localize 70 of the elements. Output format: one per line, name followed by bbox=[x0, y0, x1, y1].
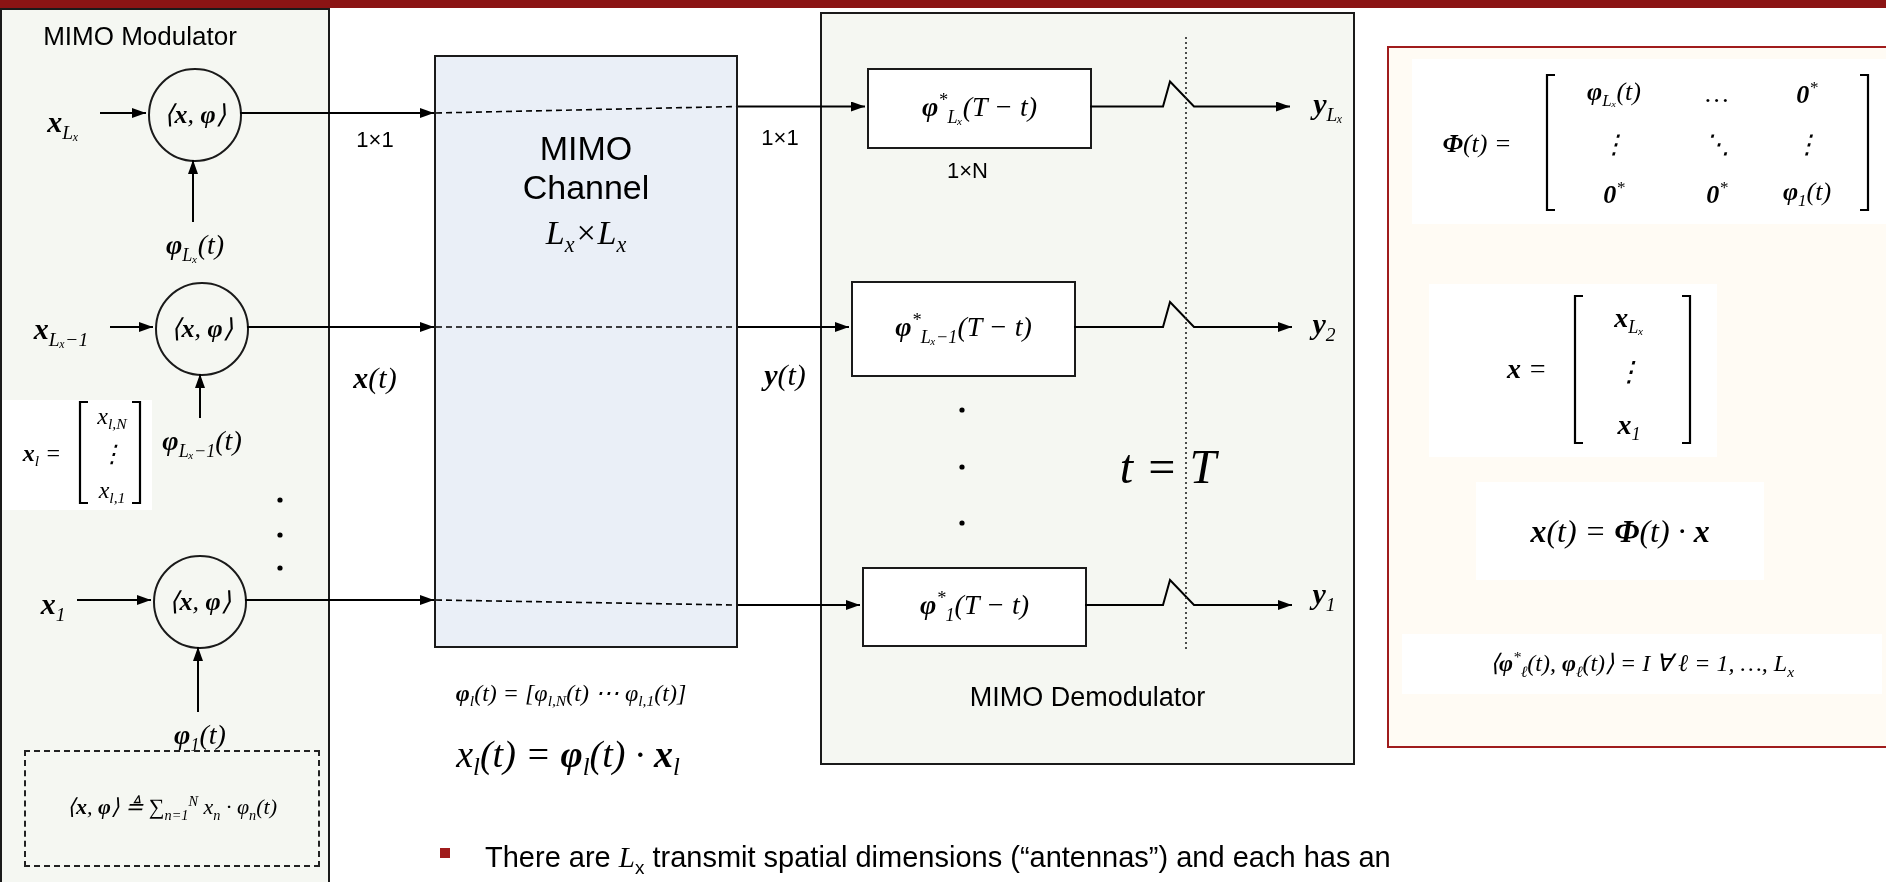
arrow bbox=[239, 108, 435, 118]
arrow bbox=[1073, 300, 1293, 332]
dimension-label: 1×N bbox=[947, 158, 988, 184]
arrow bbox=[188, 159, 198, 223]
demodulator-panel bbox=[820, 12, 1355, 765]
formula-text: ⋮ bbox=[1601, 130, 1627, 160]
matched-filter-box bbox=[862, 567, 1087, 647]
arrow bbox=[76, 595, 152, 605]
arrow bbox=[246, 322, 435, 332]
formula-text: ⟨x, φ⟩ bbox=[171, 314, 233, 344]
arrow bbox=[1084, 578, 1293, 610]
formula-text: x(t) = Φ(t) · x bbox=[1530, 512, 1710, 550]
formula-text: x$_{l}$(t) = φ$_{l}$(t) · x$_{l}$ bbox=[456, 732, 680, 782]
formula-text: ⟨x, φ⟩ ≜ ∑$_{n=1}$$^{N}$ x$_{n}$ · φ$_{n}$(t) bbox=[66, 793, 278, 824]
dimension-label: 1×1 bbox=[356, 127, 394, 153]
formula-text: φ$^{*}$$_{1}$(T − t) bbox=[920, 588, 1029, 626]
formula-text: x$_{l}$ = bbox=[22, 439, 62, 471]
formula-text: Φ(t) = bbox=[1442, 129, 1512, 159]
formula-text: 0$^{*}$ bbox=[1603, 178, 1625, 210]
modulator-panel bbox=[0, 8, 330, 882]
formula-text: φ$_{l}$(t) = [φ$_{l,N}$(t) ⋯ φ$_{l,1}$(t)] bbox=[455, 679, 687, 711]
formula-text: ⋮ bbox=[100, 441, 124, 469]
bullet-text: There are L$_{x}$ transmit spatial dimensions (“antennas”) and each has an bbox=[485, 841, 1391, 879]
formula-text: x$_{l,N}$ bbox=[97, 402, 127, 434]
arrow bbox=[195, 373, 205, 419]
vector-formula-card bbox=[2, 400, 152, 510]
formula-text: φ$_{Lₓ−1}$(t) bbox=[162, 424, 242, 462]
dimension-label: 1×1 bbox=[761, 125, 799, 151]
formula-card bbox=[1429, 284, 1717, 457]
formula-panel bbox=[1387, 46, 1886, 748]
formula-text: ⋮ bbox=[1615, 355, 1643, 389]
formula-text: x$_{l,1}$ bbox=[98, 476, 126, 508]
formula-text: φ$_{Lₓ}$(t) bbox=[165, 228, 225, 266]
formula-text: ⟨φ$^{*}$$_{ℓ}$(t), φ$_{ℓ}$(t)⟩ = I ∀ ℓ = 1, …, L$_{x}$ bbox=[1489, 647, 1795, 681]
arrow bbox=[737, 322, 850, 332]
arrow bbox=[99, 108, 147, 118]
definition-box bbox=[24, 750, 320, 867]
channel-box bbox=[434, 55, 738, 648]
formula-text: x$_{Lₓ}$ bbox=[1614, 301, 1644, 339]
formula-text: L$_{x}$×L$_{x}$ bbox=[545, 213, 627, 258]
formula-text: ⟨x, φ⟩ bbox=[164, 100, 226, 130]
panel-title: MIMO Channel bbox=[521, 129, 651, 208]
formula-text: x$_{Lₓ−1}$ bbox=[33, 312, 89, 352]
arrow bbox=[737, 101, 866, 112]
matched-filter-box bbox=[867, 68, 1092, 149]
formula-text: x$_{Lₓ}$ bbox=[47, 105, 79, 145]
formula-text: x = bbox=[1507, 352, 1547, 386]
arrow bbox=[109, 322, 154, 332]
panel-title: MIMO Modulator bbox=[43, 22, 237, 52]
formula-text: x$_{1}$ bbox=[1617, 408, 1641, 446]
formula-text: φ$_{1}$(t) bbox=[1782, 177, 1832, 211]
formula-text: ⋮ bbox=[1794, 130, 1820, 160]
matched-filter-box bbox=[851, 281, 1076, 377]
formula-text: t = T bbox=[1119, 439, 1217, 495]
formula-text: 0$^{*}$ bbox=[1706, 178, 1728, 210]
formula-text: φ$^{*}$$_{Lₓ}$(T − t) bbox=[921, 89, 1038, 128]
formula-text: 0$^{*}$ bbox=[1796, 78, 1818, 110]
formula-text: φ$^{*}$$_{Lₓ−1}$(T − t) bbox=[895, 310, 1032, 348]
formula-text: ⟨x, φ⟩ bbox=[169, 587, 231, 617]
arrow bbox=[193, 646, 203, 713]
formula-text: x(t) bbox=[353, 360, 397, 396]
arrow bbox=[1089, 79, 1291, 112]
formula-card bbox=[1412, 59, 1886, 224]
formula-text: ⋱ bbox=[1704, 130, 1730, 160]
formula-text: x$_{1}$ bbox=[40, 587, 66, 627]
formula-text: φ$_{Lₓ}$(t) bbox=[1587, 77, 1641, 111]
arrow bbox=[737, 600, 861, 610]
formula-text: … bbox=[1705, 79, 1729, 109]
panel-title: MIMO Demodulator bbox=[969, 681, 1206, 713]
arrow bbox=[244, 595, 435, 605]
